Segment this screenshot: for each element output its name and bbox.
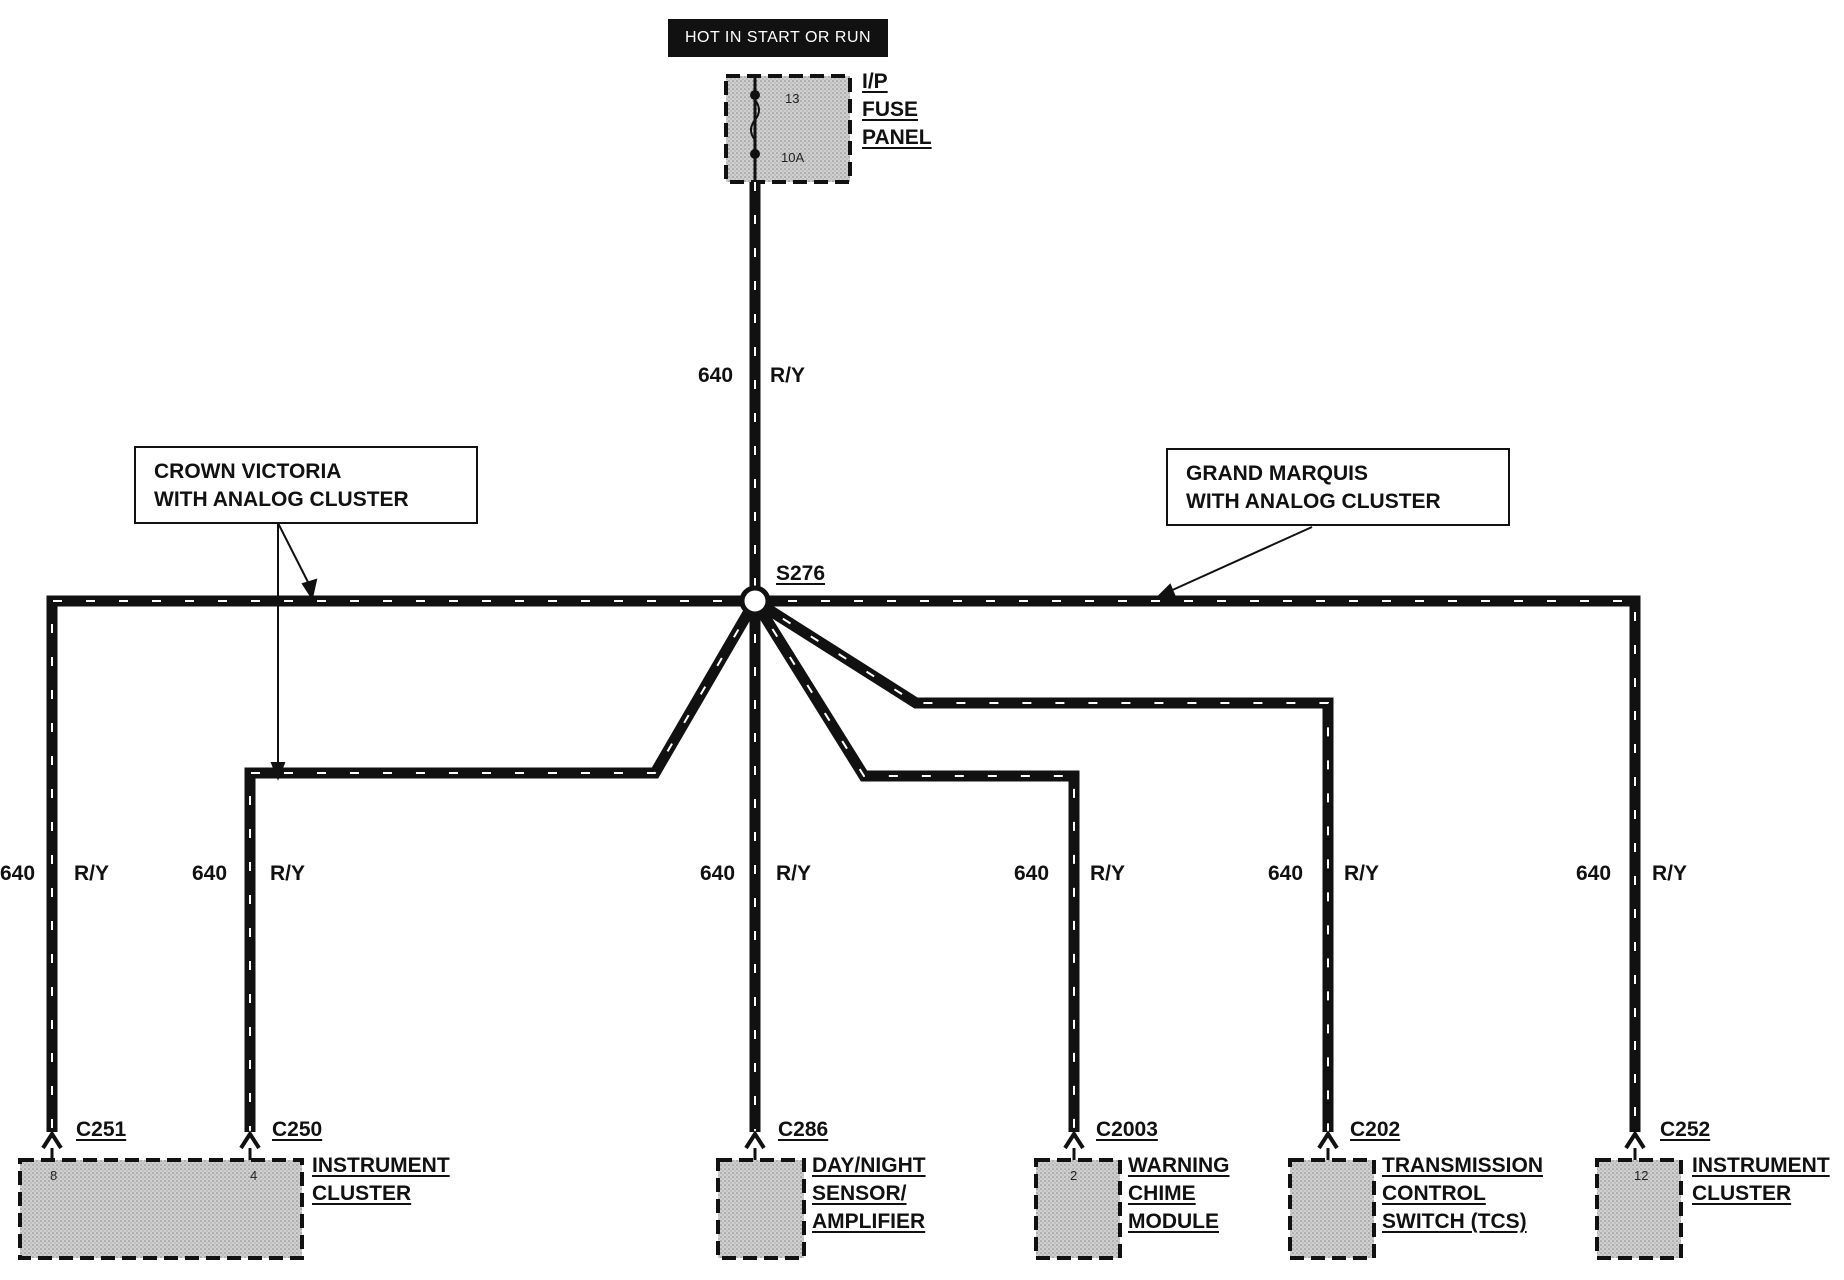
splice-s276 xyxy=(739,585,771,617)
note-crown-victoria: CROWN VICTORIA WITH ANALOG CLUSTER xyxy=(134,446,478,524)
pin-c251: 8 xyxy=(50,1168,58,1183)
branch-6-circuit: 640 xyxy=(1576,862,1612,885)
branch-3-circuit: 640 xyxy=(700,862,736,885)
connector-terminal-6 xyxy=(1624,1130,1646,1150)
fuse-panel-title-line3: PANEL xyxy=(862,126,932,149)
branch-5-color: R/Y xyxy=(1344,862,1380,885)
connector-c202: C202 xyxy=(1350,1118,1401,1141)
bus-right-wire xyxy=(755,595,1641,1132)
branch-3-color: R/Y xyxy=(776,862,812,885)
branch-4-color: R/Y xyxy=(1090,862,1126,885)
component-instrument-cluster-2 xyxy=(1595,1158,1683,1260)
component-1-line1: INSTRUMENT xyxy=(312,1154,450,1177)
fuse-panel xyxy=(724,74,852,184)
component-4-line3: SWITCH (TCS) xyxy=(1382,1210,1527,1233)
connector-c252: C252 xyxy=(1660,1118,1711,1141)
component-1-line2: CLUSTER xyxy=(312,1182,412,1205)
branch-4-circuit: 640 xyxy=(1014,862,1050,885)
fuse-rating: 10A xyxy=(781,150,805,165)
fuse-panel-title-line1: I/P xyxy=(862,70,888,93)
component-warning-chime xyxy=(1034,1158,1122,1260)
branch-c250-wire-stripe xyxy=(249,600,756,1132)
component-4-line1: TRANSMISSION xyxy=(1382,1154,1544,1177)
splice-label: S276 xyxy=(776,562,826,585)
component-2-line3: AMPLIFIER xyxy=(812,1210,926,1233)
component-5-line2: CLUSTER xyxy=(1692,1182,1792,1205)
branch-2-color: R/Y xyxy=(270,862,306,885)
component-3-line3: MODULE xyxy=(1128,1210,1219,1233)
branch-2-circuit: 640 xyxy=(192,862,228,885)
pin-c250: 4 xyxy=(250,1168,258,1183)
connector-terminal-3 xyxy=(744,1130,766,1150)
connector-c2003: C2003 xyxy=(1096,1118,1158,1141)
note-left-line2: WITH ANALOG CLUSTER xyxy=(154,488,409,511)
component-4-line2: CONTROL xyxy=(1382,1182,1486,1205)
note-pointers xyxy=(270,522,1313,781)
connector-terminals xyxy=(41,1130,1646,1160)
fuse-panel-title-line2: FUSE xyxy=(862,98,919,121)
connector-c250: C250 xyxy=(272,1118,323,1141)
branch-c202-wire-stripe xyxy=(754,600,1329,1132)
bus-left-wire xyxy=(46,595,755,1132)
connector-terminal-1 xyxy=(41,1130,63,1150)
component-5-line1: INSTRUMENT xyxy=(1692,1154,1830,1177)
branch-c2003-wire-stripe xyxy=(754,600,1075,1132)
bus-left-wire-stripe xyxy=(51,600,755,1132)
component-2-line2: SENSOR/ xyxy=(812,1182,907,1205)
component-3-line2: CHIME xyxy=(1128,1182,1196,1205)
note-right-line1: GRAND MARQUIS xyxy=(1186,462,1368,485)
component-day-night-sensor xyxy=(716,1158,806,1260)
connector-terminal-2 xyxy=(239,1130,261,1150)
connector-terminal-4 xyxy=(1063,1130,1085,1150)
component-2-line1: DAY/NIGHT xyxy=(812,1154,926,1177)
branch-1-circuit: 640 xyxy=(0,862,36,885)
branch-6-color: R/Y xyxy=(1652,862,1688,885)
wire-harness xyxy=(46,182,1641,1132)
note-right-line2: WITH ANALOG CLUSTER xyxy=(1186,490,1441,513)
branch-c250-wire xyxy=(244,598,760,1132)
component-instrument-cluster-1 xyxy=(18,1158,304,1260)
connector-c251: C251 xyxy=(76,1118,127,1141)
branch-5-circuit: 640 xyxy=(1268,862,1304,885)
feed-wire-color: R/Y xyxy=(770,364,806,387)
feed-wire-circuit: 640 xyxy=(698,364,734,387)
pin-c2003: 2 xyxy=(1070,1168,1078,1183)
component-tcs xyxy=(1288,1158,1376,1260)
note-grand-marquis: GRAND MARQUIS WITH ANALOG CLUSTER xyxy=(1166,448,1510,526)
fuse-number: 13 xyxy=(785,91,800,106)
pin-c252: 12 xyxy=(1634,1168,1649,1183)
connector-terminal-5 xyxy=(1317,1130,1339,1150)
note-left-line1: CROWN VICTORIA xyxy=(154,460,342,483)
connector-c286: C286 xyxy=(778,1118,829,1141)
component-3-line1: WARNING xyxy=(1128,1154,1230,1177)
power-source-label: HOT IN START OR RUN xyxy=(668,19,888,57)
branch-1-color: R/Y xyxy=(74,862,110,885)
